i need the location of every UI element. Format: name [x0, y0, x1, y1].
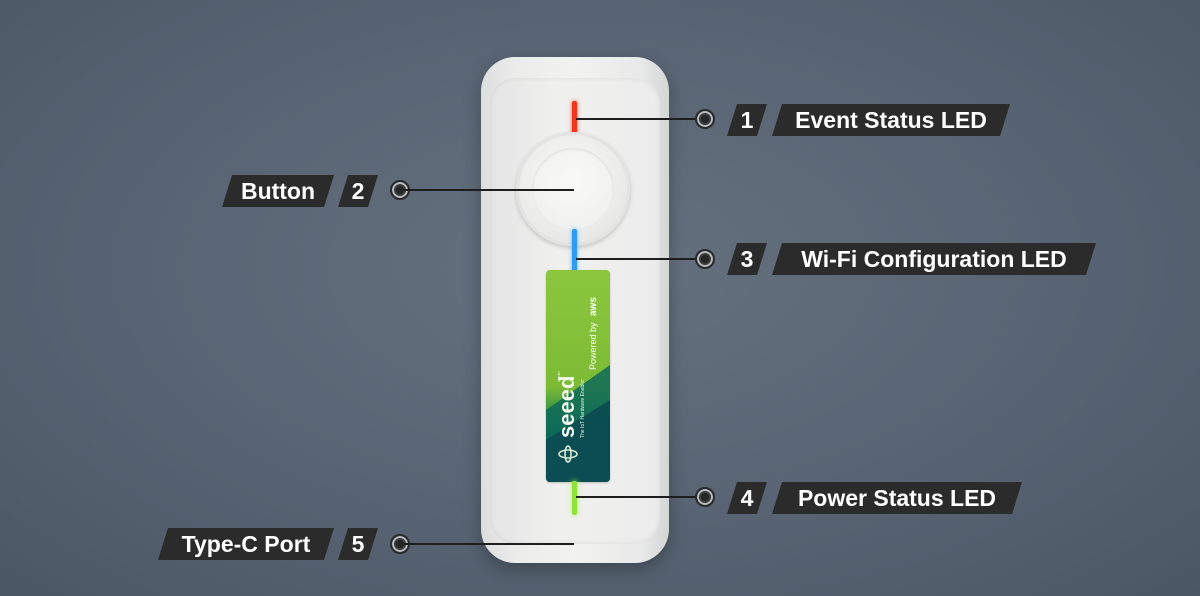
callout-label-3: Wi-Fi Configuration LED [772, 243, 1096, 275]
callout-dot-3 [695, 249, 715, 269]
leader-line-5 [404, 543, 574, 545]
event-status-led [572, 101, 577, 143]
sticker-tagline: The IoT Hardware Enabler [580, 379, 586, 438]
callout-number-1: 1 [727, 104, 767, 136]
leader-line-3 [576, 258, 704, 260]
sticker-artwork: seeed The IoT Hardware Enabler studio Po… [546, 297, 610, 482]
callout-label-4: Power Status LED [772, 482, 1022, 514]
leader-line-2 [404, 189, 574, 191]
wifi-configuration-led [572, 229, 577, 273]
sticker-partner: aws [588, 297, 599, 316]
callout-number-5: 5 [338, 528, 378, 560]
callout-label-5: Type-C Port [158, 528, 334, 560]
callout-dot-2 [390, 180, 410, 200]
leader-line-4 [576, 496, 704, 498]
leader-line-1 [576, 118, 704, 120]
callout-dot-1 [695, 109, 715, 129]
power-status-led [572, 481, 577, 515]
callout-number-4: 4 [727, 482, 767, 514]
sticker-brand: seeed [554, 376, 579, 438]
callout-number-2: 2 [338, 175, 378, 207]
callout-label-1: Event Status LED [772, 104, 1010, 136]
callout-dot-4 [695, 487, 715, 507]
seeed-aws-sticker: seeed The IoT Hardware Enabler studio Po… [546, 270, 610, 482]
callout-label-2: Button [222, 175, 334, 207]
sticker-powered-by: Powered by [588, 322, 598, 370]
callout-number-3: 3 [727, 243, 767, 275]
sticker-small-mark: studio [556, 371, 561, 382]
